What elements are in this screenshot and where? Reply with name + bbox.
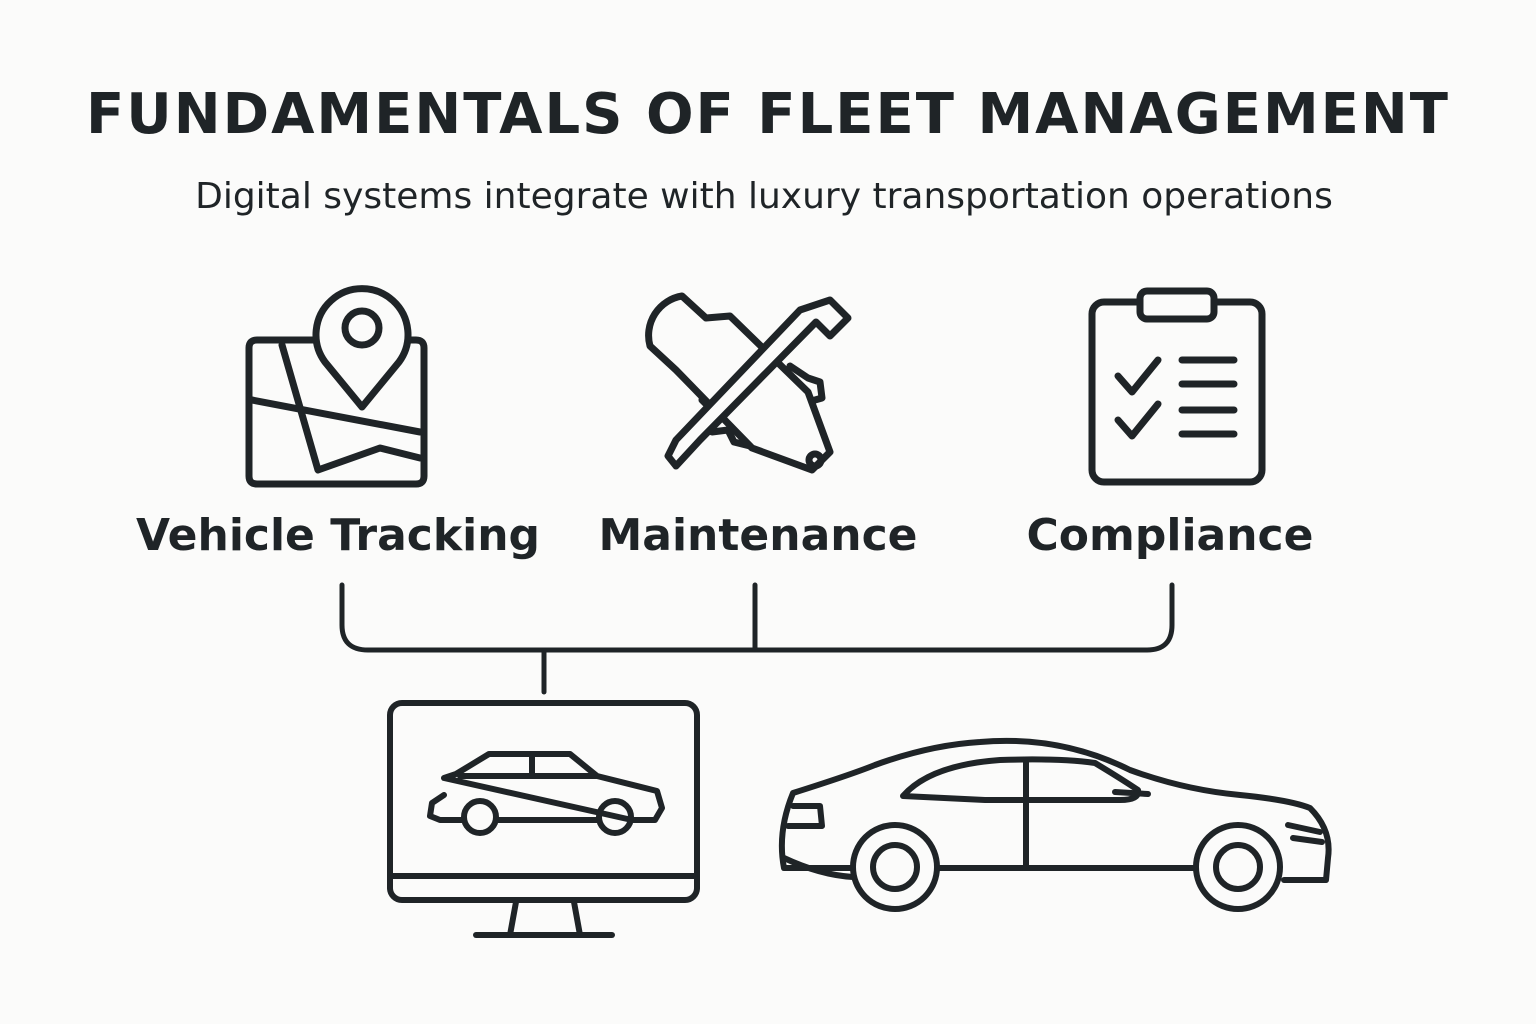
connector-bracket [342,585,1172,692]
diagram-subtitle: Digital systems integrate with luxury tr… [195,176,1333,217]
clipboard-checklist-icon [1092,291,1262,482]
label-vehicle-tracking: Vehicle Tracking [136,510,541,561]
map-pin-icon [249,289,424,484]
sedan-car-icon [782,741,1329,909]
wrench-screwdriver-icon [649,296,848,470]
monitor-car-icon [390,703,697,935]
diagram-title: FUNDAMENTALS OF FLEET MANAGEMENT [85,82,1450,147]
label-maintenance: Maintenance [598,510,918,561]
label-compliance: Compliance [1026,510,1314,561]
